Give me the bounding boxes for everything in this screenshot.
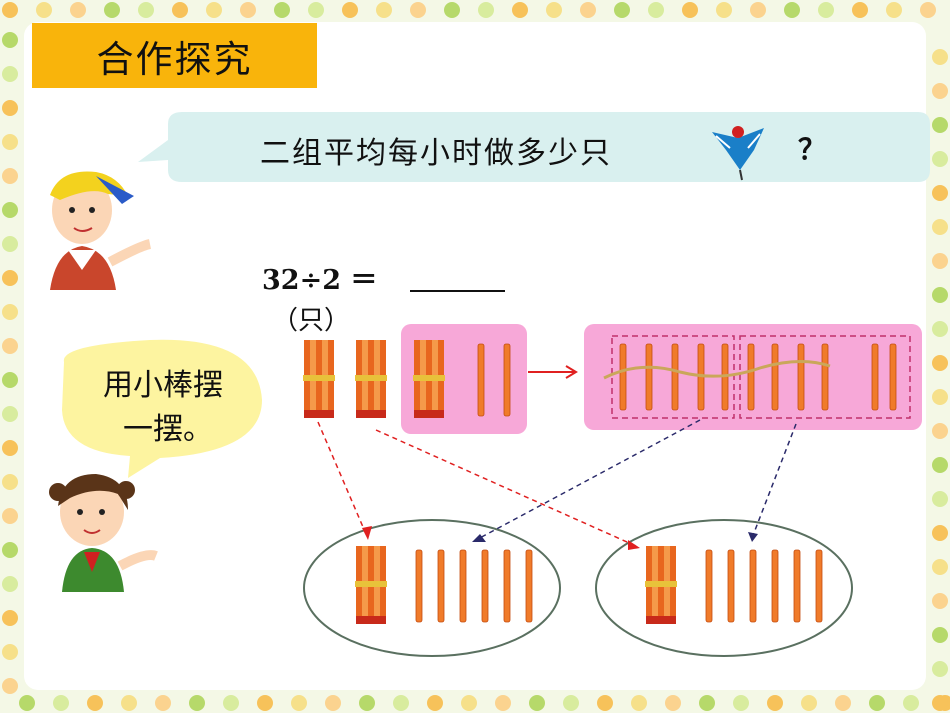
group-ellipse-2 <box>595 519 853 657</box>
section-title: 合作探究 <box>96 37 253 81</box>
hint-line-1: 用小棒摆 <box>103 368 223 403</box>
stick <box>705 549 713 623</box>
group-ellipse-1 <box>303 519 561 657</box>
stick <box>771 549 779 623</box>
stick <box>619 343 627 411</box>
question-mark: ？ <box>798 133 827 166</box>
boy-icon <box>50 171 152 290</box>
hint-text: 用小棒摆 一摆。 <box>103 364 253 452</box>
stick <box>645 343 653 411</box>
stick-bundle-icon <box>413 340 445 418</box>
rope <box>603 359 831 380</box>
unit-label: （只） <box>272 306 351 336</box>
girl-icon <box>49 474 158 592</box>
question-text: 二组平均每小时做多少只 <box>260 136 612 171</box>
equation: 32÷2 ＝ <box>262 265 378 296</box>
arrow-heads-blue <box>472 532 758 542</box>
stick <box>871 343 879 411</box>
stick <box>771 343 779 411</box>
stick <box>793 549 801 623</box>
stick <box>821 343 829 411</box>
stick <box>415 549 423 623</box>
stick <box>671 343 679 411</box>
group-dash-box-1 <box>611 335 735 419</box>
speech-bubble <box>138 112 930 182</box>
kite-icon <box>712 126 764 181</box>
answer-blank[interactable] <box>410 290 505 292</box>
stick-bundle-icon <box>645 546 677 624</box>
dashed-arrows <box>317 419 797 547</box>
hint-line-2: 一摆。 <box>123 412 213 447</box>
stick <box>481 549 489 623</box>
stick <box>889 343 897 411</box>
arrow-heads-red <box>362 526 640 550</box>
stick-bundle-icon <box>355 340 387 418</box>
stick <box>747 343 755 411</box>
section-title-box: 合作探究 <box>32 23 317 88</box>
hint-bubble <box>62 339 262 478</box>
stick-bundle-icon <box>303 340 335 418</box>
stick <box>749 549 757 623</box>
stick <box>525 549 533 623</box>
stick <box>437 549 445 623</box>
sticks-layer <box>303 340 897 624</box>
stick-bundle-icon <box>355 546 387 624</box>
stick <box>503 549 511 623</box>
group-dash-box-2 <box>739 335 911 419</box>
stick <box>459 549 467 623</box>
stick <box>797 343 805 411</box>
stick <box>727 549 735 623</box>
stick <box>503 343 511 417</box>
stick <box>815 549 823 623</box>
stick <box>477 343 485 417</box>
